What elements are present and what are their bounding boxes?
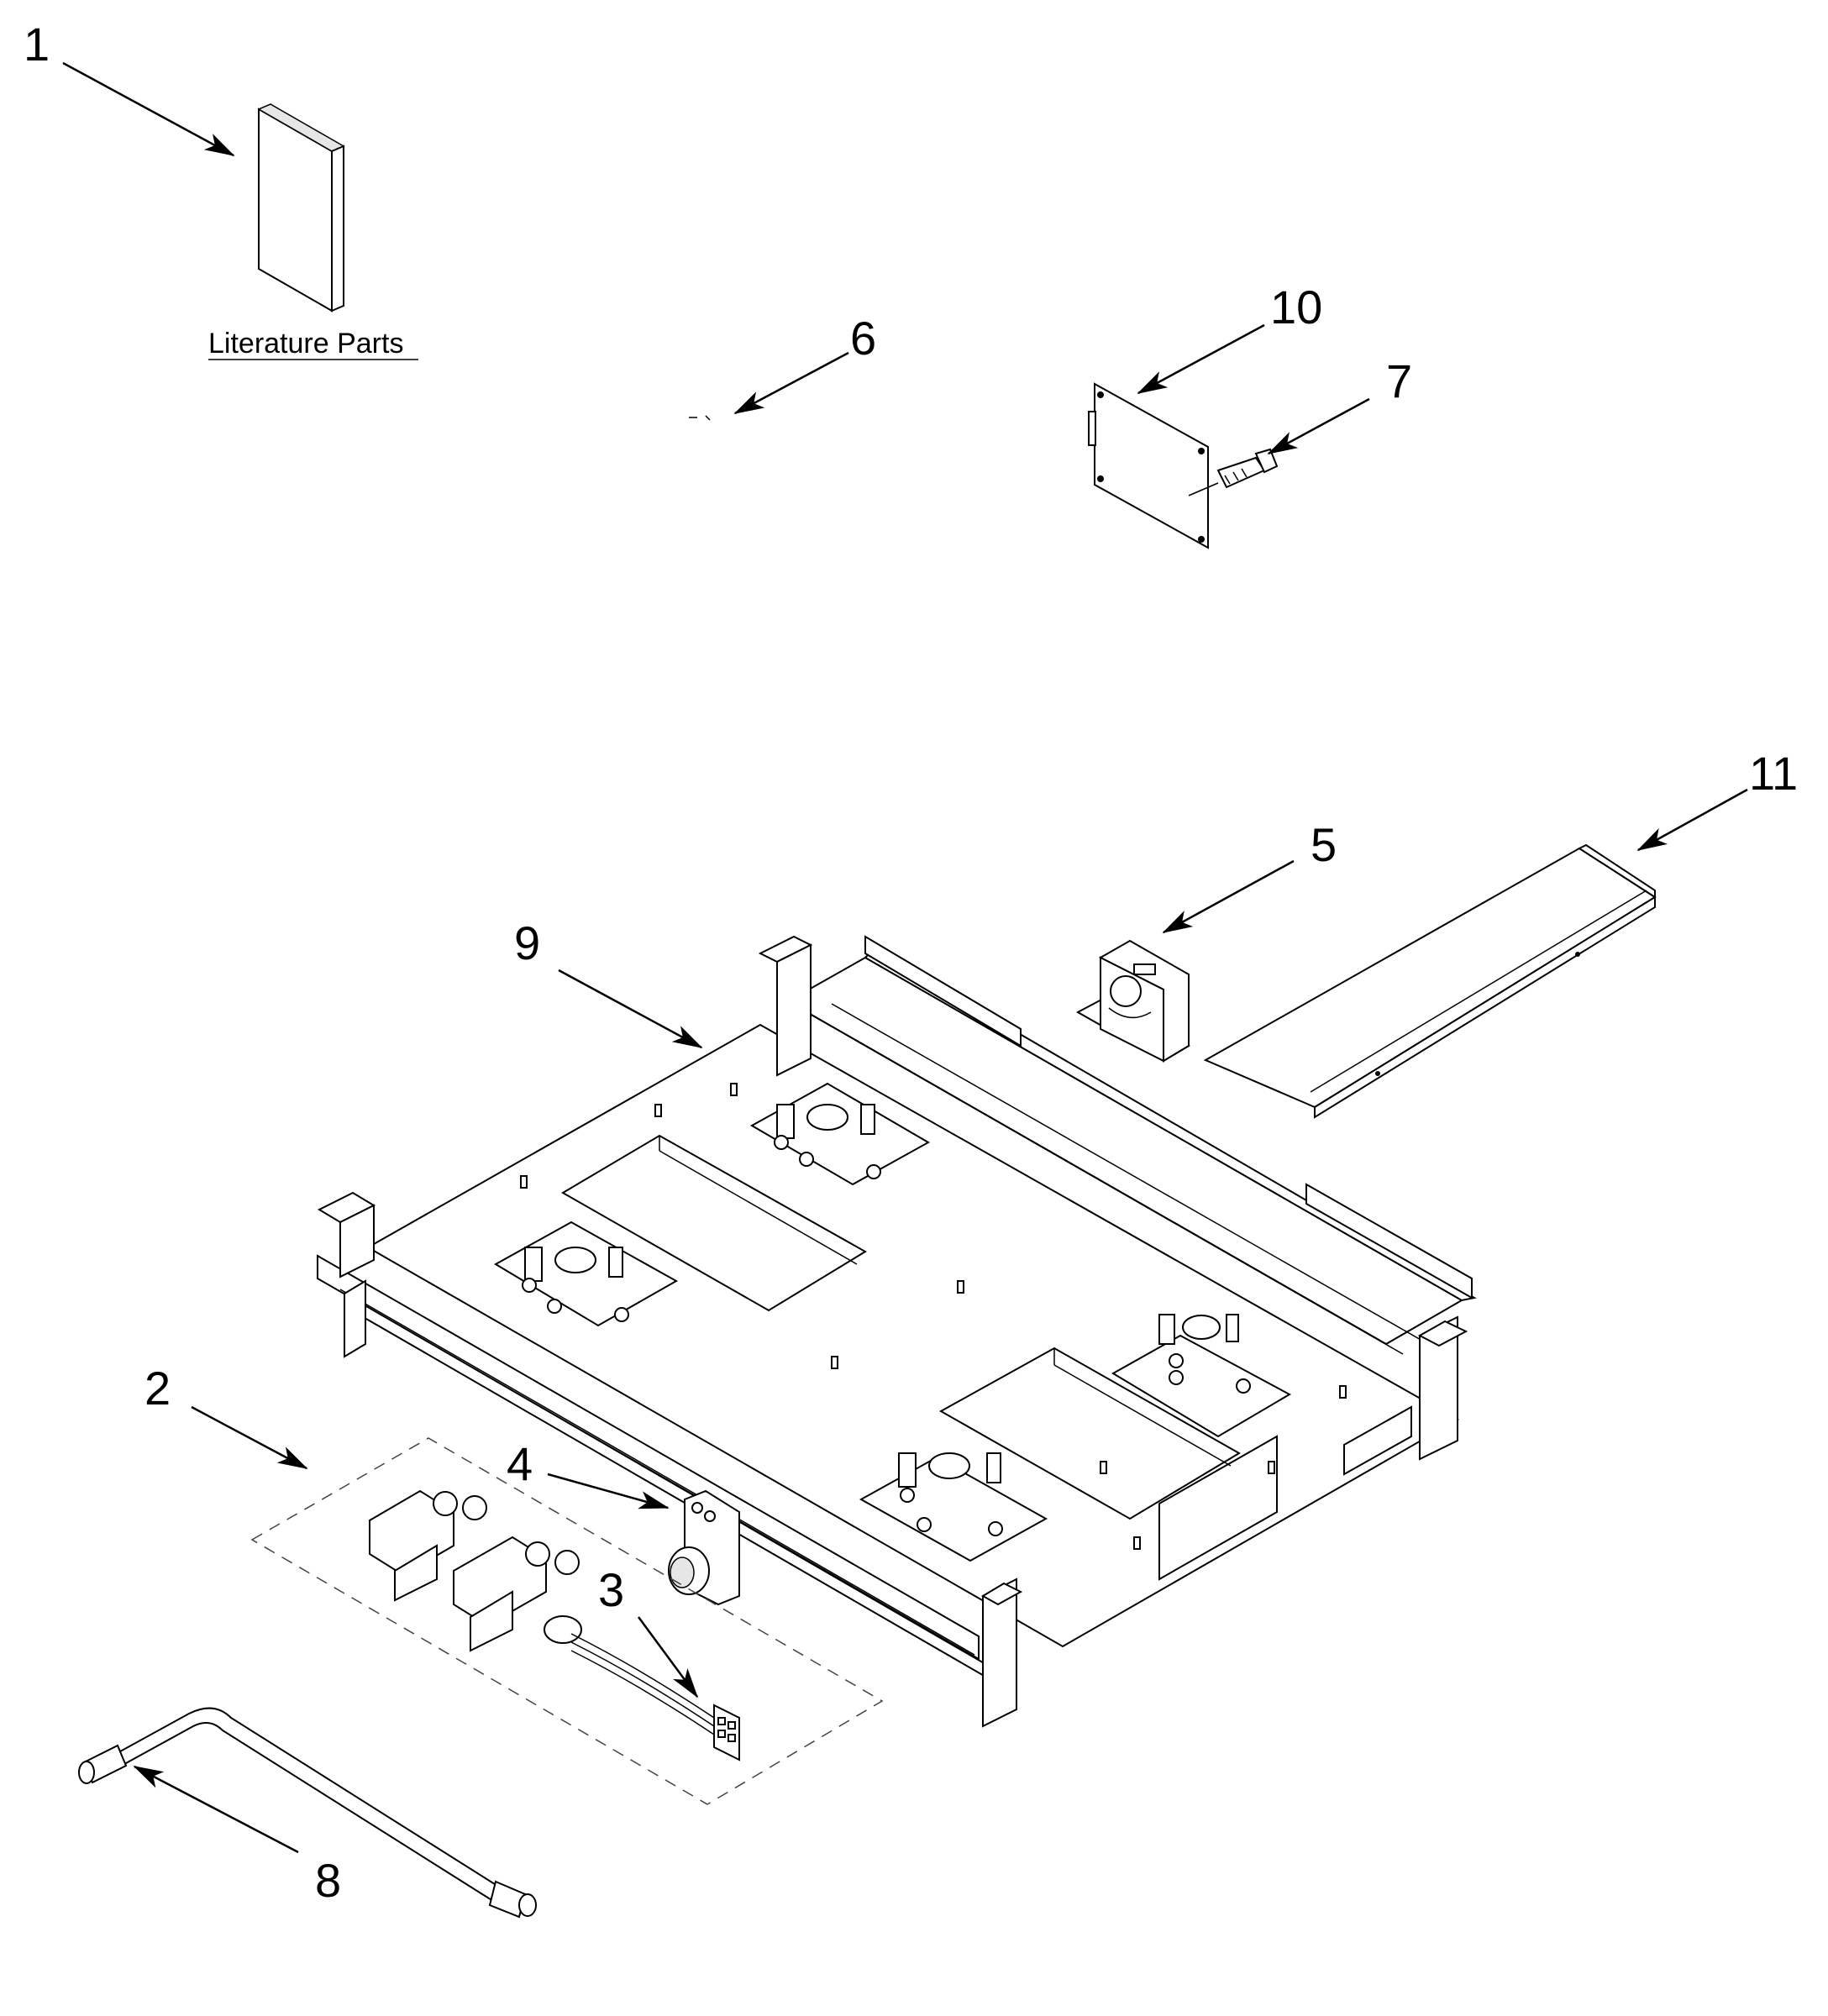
callout-5: 5 — [1311, 818, 1337, 871]
wire-harness-part-3 — [570, 1633, 740, 1761]
literature-parts-label: Literature Parts — [208, 328, 403, 360]
cover-plate-part-10 — [1088, 382, 1209, 549]
screw-part-7 — [1188, 448, 1279, 496]
callout-11: 11 — [1749, 747, 1798, 800]
callout-6: 6 — [850, 312, 876, 365]
cover-panel-part-11 — [1203, 843, 1657, 1119]
igniter-part-4 — [668, 1489, 740, 1606]
callout-4: 4 — [507, 1437, 533, 1490]
burner-head-rear-right — [1158, 1314, 1251, 1394]
callout-9: 9 — [514, 916, 540, 969]
callout-1: 1 — [24, 18, 50, 71]
callout-7: 7 — [1386, 354, 1412, 407]
clip-part-6 — [689, 415, 711, 421]
callout-8: 8 — [315, 1854, 341, 1907]
valve-manifold-part-2 — [369, 1489, 582, 1652]
callout-10: 10 — [1270, 281, 1322, 333]
callout-2: 2 — [144, 1362, 171, 1415]
burner-box-part-9 — [317, 935, 1477, 1728]
literature-booklet — [257, 103, 345, 312]
valve-group-outline-part-2 — [250, 1437, 884, 1805]
studs — [520, 1083, 1347, 1550]
burner-head-front-right — [898, 1452, 1003, 1536]
gas-tube-part-8 — [78, 1707, 537, 1919]
leader-lines — [62, 61, 1748, 1854]
callout-3: 3 — [598, 1563, 624, 1616]
spark-module-part-5 — [1075, 939, 1190, 1063]
burner-head-front-left — [522, 1247, 629, 1322]
burner-head-rear-left — [774, 1104, 881, 1179]
